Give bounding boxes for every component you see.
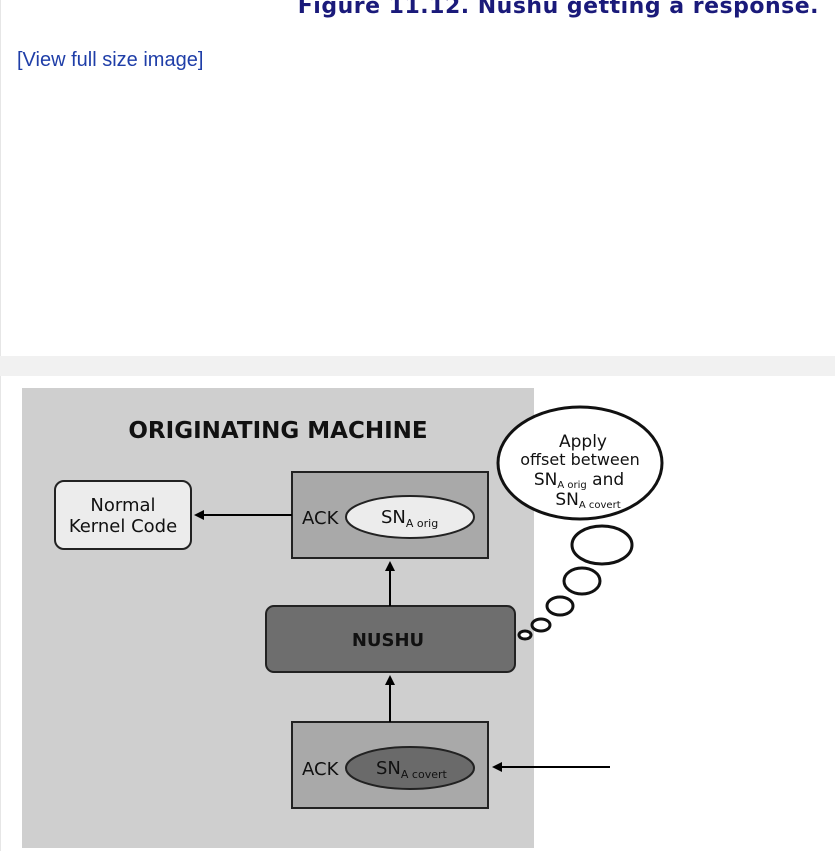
thought-dot-1 — [570, 524, 634, 566]
separator-band — [0, 356, 835, 376]
thought-dot-5 — [517, 629, 533, 641]
figure-caption: Figure 11.12. Nushu getting a response. — [297, 0, 819, 19]
normal-kernel-box — [54, 480, 192, 550]
normal-kernel-line2: Kernel Code — [69, 516, 177, 537]
top-ack-label: ACK — [302, 508, 340, 529]
thought-line2: offset between — [520, 450, 640, 469]
bottom-sn-ellipse — [345, 746, 475, 790]
thought-bubble — [496, 405, 664, 521]
thought-dot-4 — [530, 617, 552, 633]
bottom-sn-label: SNA covert — [376, 758, 447, 781]
thought-dot-2 — [562, 566, 602, 596]
bottom-ack-label: ACK — [302, 759, 340, 780]
thought-line3: SNA orig and — [534, 470, 624, 491]
nushu-label: NUSHU — [352, 630, 424, 651]
thought-line4: SNA covert — [555, 490, 620, 511]
normal-kernel-line1: Normal — [90, 495, 155, 516]
top-sn-ellipse — [345, 495, 475, 539]
thought-dot-3 — [545, 595, 575, 617]
page-left-rule — [0, 0, 1, 851]
thought-line1: Apply — [559, 432, 607, 452]
view-full-size-link[interactable]: [View full size image] — [17, 49, 204, 71]
top-sn-label: SNA orig — [381, 507, 438, 530]
machine-title: ORIGINATING MACHINE — [128, 418, 427, 444]
